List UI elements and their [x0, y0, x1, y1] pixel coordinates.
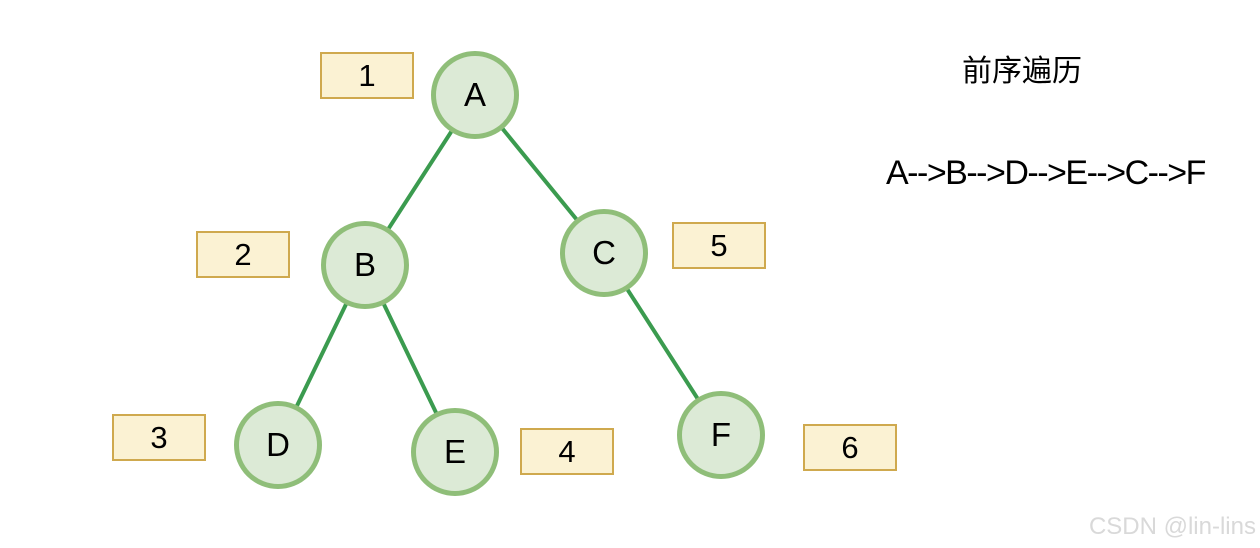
tree-node-a: A — [431, 51, 519, 139]
tree-node-c: C — [560, 209, 648, 297]
node-label-d: D — [266, 426, 290, 463]
order-number: 2 — [234, 236, 252, 272]
node-label-f: F — [710, 416, 732, 453]
order-box-node-d: 3 — [112, 414, 206, 461]
order-number: 6 — [841, 429, 859, 465]
tree-node-f: F — [677, 391, 765, 479]
tree-node-e: E — [411, 408, 499, 496]
order-box-node-e: 4 — [520, 428, 614, 475]
node-label-e: E — [443, 433, 466, 470]
order-box-node-f: 6 — [803, 424, 897, 471]
order-number: 4 — [558, 433, 576, 469]
node-label-b: B — [353, 246, 376, 283]
tree-node-d: D — [234, 401, 322, 489]
diagram-title: 前序遍历 — [962, 55, 1082, 88]
order-box-node-c: 5 — [672, 222, 766, 269]
node-label-a: A — [463, 76, 486, 113]
order-number: 5 — [710, 227, 728, 263]
traversal-sequence: A-->B-->D-->E-->C-->F — [886, 154, 1206, 192]
order-box-node-b: 2 — [196, 231, 290, 278]
order-box-node-a: 1 — [320, 52, 414, 99]
node-label-c: C — [592, 234, 616, 271]
order-number: 1 — [358, 57, 376, 93]
order-number: 3 — [150, 419, 168, 455]
tree-node-b: B — [321, 221, 409, 309]
watermark: CSDN @lin-lins — [1088, 513, 1256, 540]
